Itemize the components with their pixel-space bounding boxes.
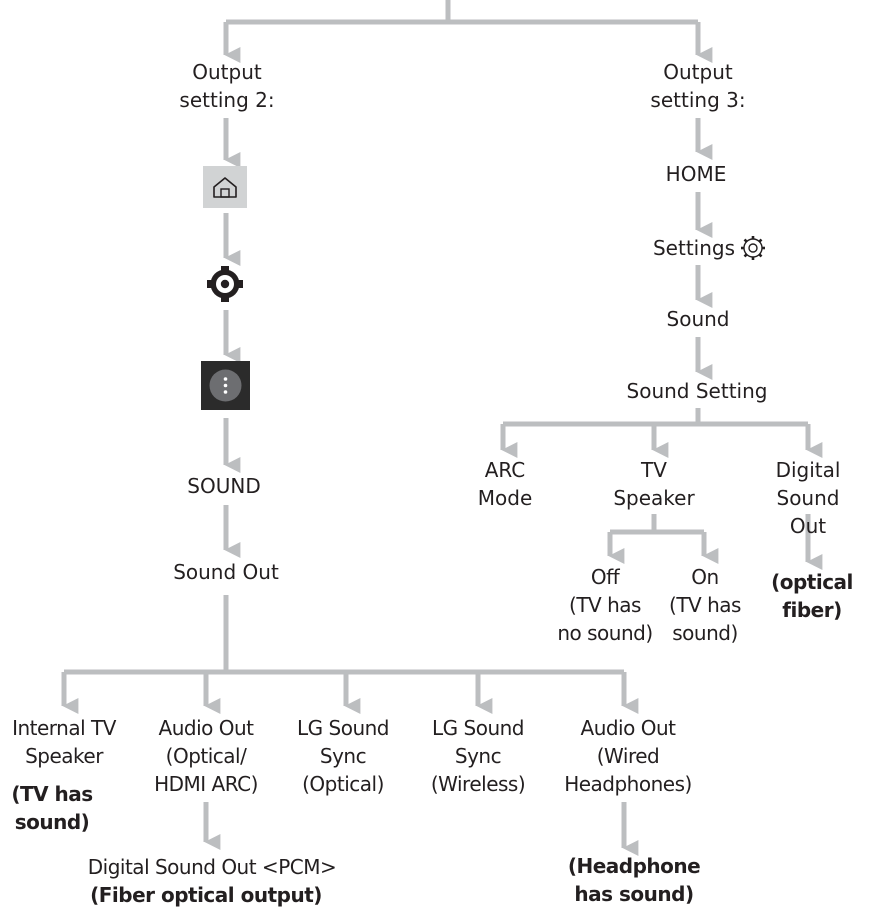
option-tv-speaker: TV Speaker — [613, 458, 695, 510]
settings-label: Settings — [652, 236, 736, 260]
sound-menu-label: SOUND — [187, 474, 261, 498]
more-menu-icon — [201, 361, 250, 410]
option-arc-mode: ARC Mode — [477, 458, 533, 510]
output-setting-2-header: Output setting 2: — [179, 60, 275, 112]
tv-speaker-off: Off (TV has no sound) — [557, 565, 653, 645]
option-lg-sound-sync-optical: LG Sound Sync (Optical) — [297, 716, 389, 796]
sound-out-label: Sound Out — [173, 560, 279, 584]
option-audio-out-headphones: Audio Out (Wired Headphones) — [564, 716, 692, 796]
home-label: HOME — [665, 162, 727, 186]
settings-ring-icon — [207, 266, 243, 302]
result-fiber-optical-output: (Fiber optical output) — [90, 883, 322, 907]
sound-setting-label: Sound Setting — [626, 379, 768, 403]
home-icon — [203, 166, 247, 208]
output-setting-3-header: Output setting 3: — [650, 60, 746, 112]
option-internal-tv-speaker: Internal TV Speaker — [12, 716, 116, 768]
option-audio-out-optical: Audio Out (Optical/ HDMI ARC) — [154, 716, 258, 796]
option-lg-sound-sync-wireless: LG Sound Sync (Wireless) — [430, 716, 526, 796]
tv-speaker-on: On (TV has sound) — [669, 565, 741, 645]
result-headphone-has-sound: (Headphone has sound) — [567, 854, 701, 906]
sound-label: Sound — [666, 307, 730, 331]
option-digital-sound-out: Digital Sound Out — [775, 458, 841, 538]
gear-icon — [741, 236, 765, 260]
digital-sound-out-pcm: Digital Sound Out <PCM> — [87, 855, 337, 879]
result-tv-has-sound: (TV has sound) — [11, 782, 93, 834]
result-optical-fiber: (optical fiber) — [771, 570, 853, 622]
